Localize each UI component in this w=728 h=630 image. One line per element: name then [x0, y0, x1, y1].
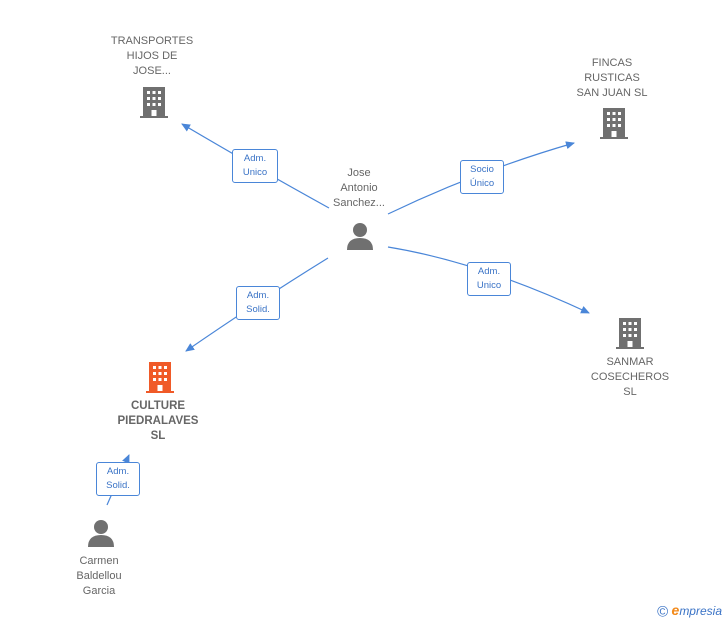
edge-label-jose-sanmar[interactable]: Adm. Unico: [467, 262, 511, 296]
edge-label-carmen-culture[interactable]: Adm. Solid.: [96, 462, 140, 496]
building-icon[interactable]: [138, 85, 170, 119]
building-icon[interactable]: [144, 360, 176, 394]
edge-label-jose-fincas[interactable]: Socio Único: [460, 160, 504, 194]
brand-logo-initial: e: [671, 601, 680, 618]
node-label-sanmar[interactable]: SANMAR COSECHEROS SL: [590, 356, 670, 398]
brand-name: mpresia: [679, 603, 722, 618]
person-icon[interactable]: [345, 221, 375, 251]
node-label-carmen[interactable]: Carmen Baldellou Garcia: [76, 555, 122, 597]
node-label-jose[interactable]: Jose Antonio Sanchez...: [333, 167, 385, 209]
building-icon[interactable]: [598, 106, 630, 140]
person-icon[interactable]: [86, 518, 116, 548]
node-label-transportes[interactable]: TRANSPORTES HIJOS DE JOSE...: [110, 35, 194, 77]
node-label-fincas[interactable]: FINCAS RUSTICAS SAN JUAN SL: [576, 57, 648, 99]
copyright-symbol: ©: [657, 603, 669, 620]
building-icon[interactable]: [614, 316, 646, 350]
edge-label-jose-transportes[interactable]: Adm. Unico: [232, 149, 278, 183]
edge-label-jose-culture[interactable]: Adm. Solid.: [236, 286, 280, 320]
node-label-culture[interactable]: CULTURE PIEDRALAVES SL: [117, 400, 199, 442]
brand-watermark: © empresia: [657, 602, 722, 620]
